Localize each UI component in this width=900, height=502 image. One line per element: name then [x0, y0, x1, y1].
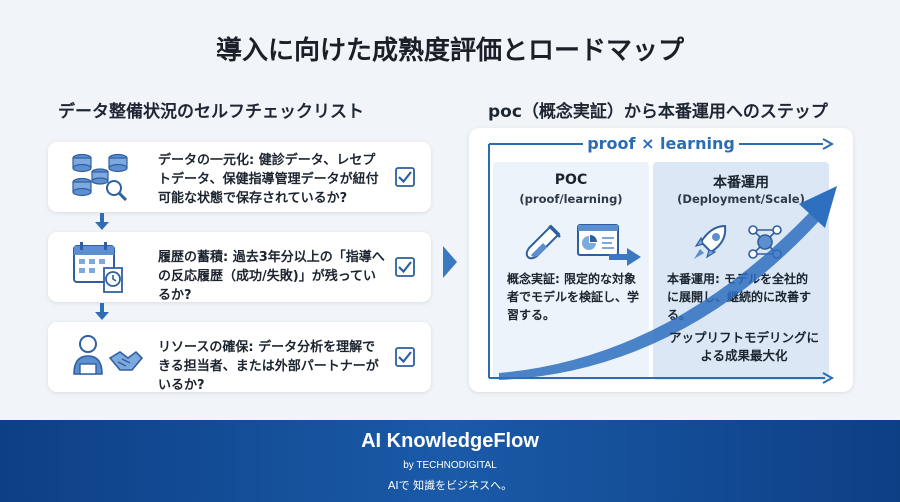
stage-name: POC	[554, 172, 588, 188]
checklist-title: データ整備状況のセルフチェックリスト	[58, 102, 364, 122]
brand-name: AI KnowledgeFlow	[361, 430, 539, 452]
checkbox-checked-icon	[395, 347, 415, 371]
stage-production: 本番運用 (Deployment/Scale) 本番運用: モデルを全社的に展開…	[653, 162, 829, 380]
checklist-item-text: 履歴の蓄積: 過去3年分以上の「指導への反応履歴（成功/失敗)」が残っているか?	[158, 250, 385, 303]
roadmap-panel: POC (proof/learning) 概念実証: 限定的な対象者でモデルを検…	[469, 128, 853, 392]
footer: AI KnowledgeFlow by TECHNODIGITAL AIで 知識…	[0, 420, 900, 502]
checklist-item-text: データの一元化: 健診データ、レセプトデータ、保健指導管理データが紐付可能な状態…	[158, 153, 379, 206]
handshake-person-icon	[70, 332, 146, 386]
brand-byline: by TECHNODIGITAL	[403, 460, 497, 471]
checkbox-checked-icon	[395, 257, 415, 281]
checklist-item-text: リソースの確保: データ分析を理解できる担当者、または外部パートナーがいるか?	[158, 340, 379, 393]
checklist-item: 履歴の蓄積: 過去3年分以上の「指導への反応履歴（成功/失敗)」が残っているか?	[48, 232, 431, 303]
panel-header: proof × learning	[587, 134, 735, 153]
dashboard-chart-icon	[577, 224, 619, 262]
chevron-right-icon	[443, 246, 457, 278]
roadmap-graphic	[488, 138, 837, 384]
stage-subtitle: (proof/learning)	[519, 192, 623, 206]
stage-description: 概念実証: 限定的な対象者でモデルを検証し、学習する。	[507, 272, 640, 322]
tagline: AIで 知識をビジネスへ。	[387, 479, 513, 492]
checklist-item: データの一元化: 健診データ、レセプトデータ、保健指導管理データが紐付可能な状態…	[48, 142, 431, 212]
network-icon	[745, 222, 785, 266]
checklist-item: リソースの確保: データ分析を理解できる担当者、または外部パートナーがいるか?	[48, 322, 431, 393]
test-tube-icon	[523, 222, 563, 266]
down-arrow-icon	[95, 303, 109, 320]
down-arrow-icon	[95, 213, 109, 230]
database-search-icon	[70, 150, 134, 208]
rocket-icon	[691, 222, 731, 266]
page-title: 導入に向けた成熟度評価とロードマップ	[215, 36, 684, 66]
calendar-history-icon	[70, 240, 130, 298]
outcome-label: アップリフトモデリングによる成果最大化	[669, 330, 820, 363]
checkbox-checked-icon	[395, 167, 415, 191]
stage-name: 本番運用	[713, 175, 769, 191]
roadmap-title: poc（概念実証）から本番運用へのステップ	[488, 102, 828, 122]
stage-subtitle: (Deployment/Scale)	[677, 192, 805, 206]
